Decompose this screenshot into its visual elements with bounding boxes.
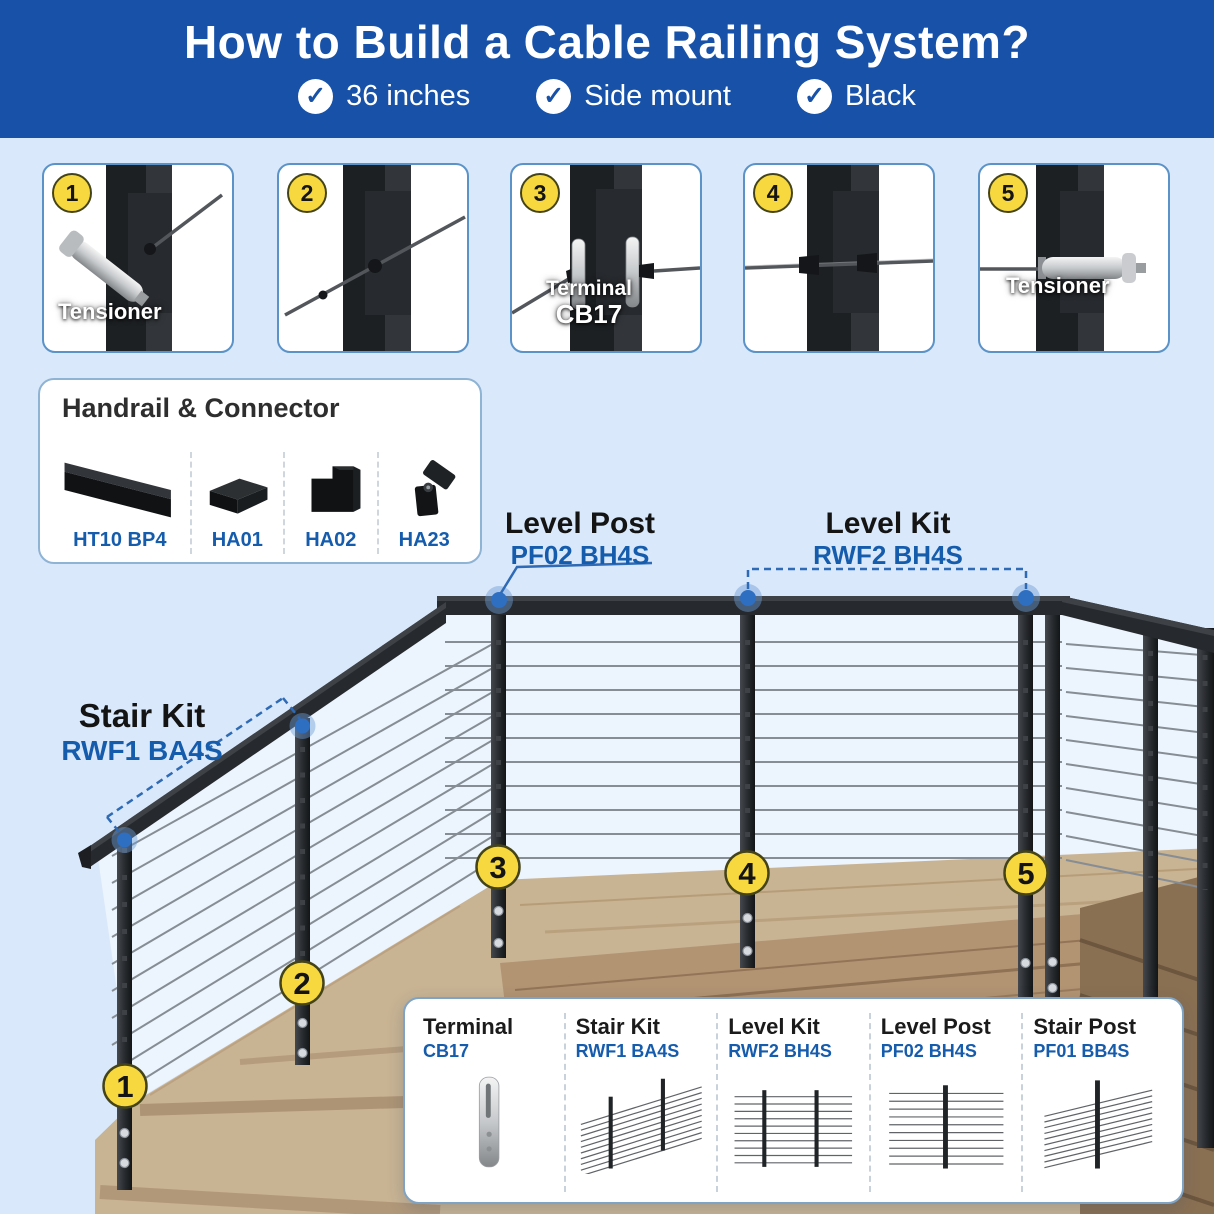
parts-panel: Terminal CB17 Stair Kit RWF1 BA4S <box>403 997 1184 1204</box>
level-post-4 <box>740 607 755 968</box>
part-code: HA23 <box>398 529 450 551</box>
level-post-5 <box>1018 607 1033 1060</box>
part-code: RWF1 BA4S <box>575 1041 680 1062</box>
feature-color: ✓ Black <box>796 79 916 114</box>
handrail-bar-image <box>64 462 171 518</box>
part-col-level-post: Level Post PF02 BH4S <box>868 1013 1022 1192</box>
handrail-box-title: Handrail & Connector <box>62 393 340 423</box>
svg-text:3: 3 <box>489 850 506 885</box>
feature-height: ✓ 36 inches <box>298 79 470 114</box>
part-code: PF02 BH4S <box>880 1041 977 1062</box>
callout-code: PF02 BH4S <box>510 539 650 570</box>
return-cables <box>1065 643 1214 891</box>
callout-name: Stair Kit <box>78 697 206 734</box>
handrail-item-ht10: HT10 BP4 <box>50 452 190 554</box>
callout-name: Level Kit <box>825 507 951 540</box>
level-kit-part-image <box>734 1090 853 1167</box>
part-col-stair-post: Stair Post PF01 BB4S <box>1021 1013 1174 1192</box>
callout-name: Level Post <box>504 507 656 540</box>
callout-dots <box>111 584 1040 853</box>
tensioner-detail-image <box>980 165 1146 351</box>
terminal-part-image <box>478 1076 500 1168</box>
level-handrail <box>437 596 1070 615</box>
feature-label: Side mount <box>584 80 731 112</box>
connector-block-image <box>209 478 268 514</box>
callout-code: RWF2 BH4S <box>813 539 963 570</box>
marker-3: 3 <box>475 844 521 890</box>
callout-stair-kit: Stair Kit RWF1 BA4S <box>42 697 242 766</box>
handrail-item-ha23: HA23 <box>376 452 470 554</box>
part-label: Terminal CB17 <box>512 277 666 329</box>
step-number-badge: 4 <box>753 173 793 213</box>
part-label: Tensioner <box>58 299 162 324</box>
part-code: CB17 <box>555 299 623 330</box>
step-number-badge: 5 <box>988 173 1028 213</box>
callout-code: RWF1 BA4S <box>61 734 223 766</box>
part-name: Level Kit <box>728 1014 820 1039</box>
part-code: HA01 <box>211 529 263 551</box>
handrail-item-ha01: HA01 <box>189 452 283 554</box>
check-icon: ✓ <box>796 79 832 114</box>
part-name: Stair Post <box>1033 1014 1137 1039</box>
svg-text:4: 4 <box>738 856 756 891</box>
marker-2: 2 <box>279 960 325 1006</box>
part-code: HA02 <box>305 529 357 551</box>
callout-level-post: Level Post PF02 BH4S <box>475 507 685 570</box>
return-post <box>1197 628 1214 1148</box>
page-title: How to Build a Cable Railing System? <box>183 16 1031 68</box>
step-number-badge: 2 <box>287 173 327 213</box>
step-card-1: 1 Tensioner <box>42 163 234 353</box>
handrail-connector-box: Handrail & Connector HT10 BP4 HA01 <box>38 378 482 564</box>
part-col-level-kit: Level Kit RWF2 BH4S <box>716 1013 869 1192</box>
part-code: RWF2 BH4S <box>728 1041 832 1062</box>
svg-text:2: 2 <box>293 966 310 1001</box>
return-handrail <box>1062 596 1214 653</box>
level-post-part-image <box>888 1085 1004 1169</box>
level-post-3 <box>491 607 506 958</box>
part-code: PF01 BB4S <box>1033 1041 1130 1062</box>
marker-1: 1 <box>102 1063 148 1109</box>
check-icon: ✓ <box>298 79 334 114</box>
part-name: Terminal <box>423 1014 514 1039</box>
part-col-terminal: Terminal CB17 <box>413 1013 564 1192</box>
part-col-stair-kit: Stair Kit RWF1 BA4S <box>563 1013 717 1192</box>
feature-label: 36 inches <box>346 80 471 112</box>
corner-connector-image <box>311 466 361 512</box>
cable-pass-detail-image <box>284 165 466 351</box>
stair-post-2 <box>295 718 310 1065</box>
handrail-items: HT10 BP4 HA01 HA02 <box>50 436 470 554</box>
stair-kit-part-image <box>580 1078 702 1175</box>
part-label: Tensioner <box>1006 273 1110 298</box>
step-card-4: 4 <box>743 163 935 353</box>
part-name: Terminal <box>546 277 632 301</box>
stair-post-1 <box>117 832 132 1190</box>
header-banner: How to Build a Cable Railing System? ✓ 3… <box>0 0 1214 138</box>
terminal-detail-image <box>512 165 700 351</box>
callout-level-kit: Level Kit RWF2 BH4S <box>783 507 993 570</box>
handrail-item-ha02: HA02 <box>283 452 376 554</box>
cable-thread-detail-image <box>745 165 933 351</box>
step-card-2: 2 <box>277 163 469 353</box>
svg-text:1: 1 <box>116 1069 133 1104</box>
check-icon: ✓ <box>536 79 572 114</box>
feature-label: Black <box>844 80 916 112</box>
level-kit-callout-bracket <box>746 567 1028 589</box>
feature-mount: ✓ Side mount <box>536 79 731 114</box>
part-code: HT10 BP4 <box>73 529 167 551</box>
step-card-5: 5 Tensioner <box>978 163 1170 353</box>
part-name: Stair Kit <box>575 1014 660 1039</box>
step-number-badge: 1 <box>52 173 92 213</box>
step-card-3: 3 Terminal CB17 <box>510 163 702 353</box>
step-number-badge: 3 <box>520 173 560 213</box>
part-code: CB17 <box>423 1041 470 1062</box>
tensioner-detail-image <box>59 165 224 351</box>
feature-list: ✓ 36 inches ✓ Side mount ✓ Black <box>0 79 1214 114</box>
hinge-connector-image <box>414 460 455 517</box>
svg-text:5: 5 <box>1017 856 1034 891</box>
part-name: Level Post <box>880 1014 991 1039</box>
marker-5: 5 <box>1003 850 1049 896</box>
stair-post-part-image <box>1044 1080 1153 1169</box>
level-cables <box>445 641 1062 859</box>
marker-4: 4 <box>724 850 770 896</box>
